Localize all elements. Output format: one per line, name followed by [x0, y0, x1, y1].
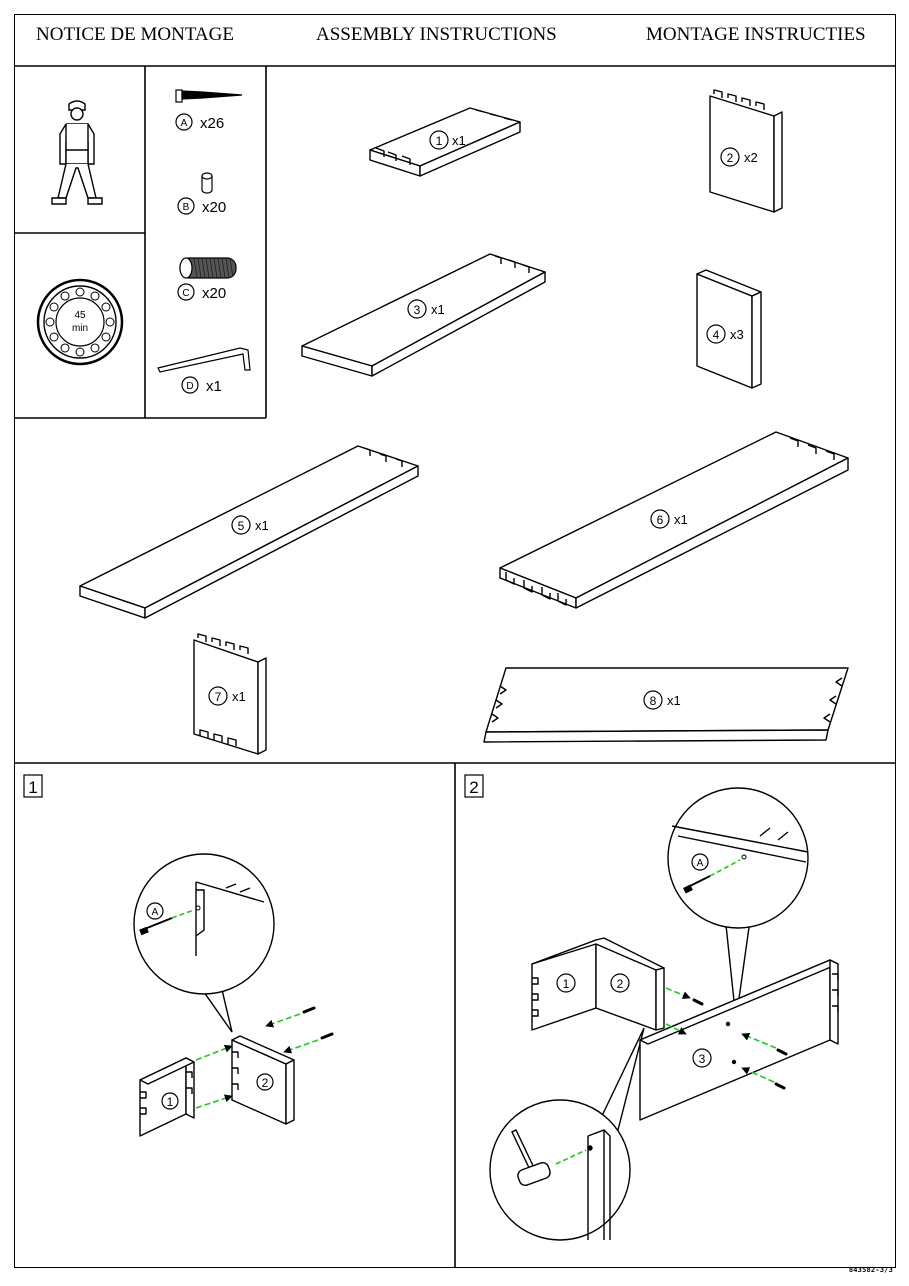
- step-1-nails: [302, 1006, 334, 1040]
- one-person-icon: [51, 100, 103, 205]
- hardware-b-label: B x20: [177, 197, 226, 216]
- svg-text:x20: x20: [202, 285, 226, 302]
- svg-text:x26: x26: [200, 115, 224, 132]
- clock-hour-dot: [60, 291, 70, 301]
- step-2-callout-letter: A: [697, 858, 704, 869]
- step-2-part-3-board: [639, 959, 839, 1121]
- dowel-groove: [201, 258, 206, 278]
- step-2-part-2-number: 2: [617, 977, 624, 991]
- dowel-groove: [225, 258, 230, 278]
- clock-hour-dot: [49, 332, 59, 342]
- step-2-detail-callout-bottom: [489, 1027, 645, 1241]
- dowel-groove: [197, 258, 202, 278]
- header-dutch: MONTAGE INSTRUCTIES: [646, 24, 866, 45]
- svg-text:D: D: [186, 381, 193, 392]
- part-4-qty: x3: [730, 327, 744, 342]
- clock-hour-dot: [75, 347, 85, 357]
- dowel-groove: [221, 258, 226, 278]
- clock-hour-dot: [90, 343, 100, 353]
- step-2-part-1-2-corner: [531, 937, 665, 1031]
- dowel-groove: [217, 258, 222, 278]
- step-1-part-1-number: 1: [167, 1095, 174, 1109]
- svg-text:C: C: [182, 288, 189, 299]
- part-7-number: 7: [215, 690, 222, 704]
- part-1-panel: [369, 107, 521, 177]
- nail-icon: [175, 89, 243, 103]
- clock-hour-dot: [75, 287, 85, 297]
- part-3-qty: x1: [431, 302, 445, 317]
- part-5-qty: x1: [255, 518, 269, 533]
- part-4-block: [696, 269, 762, 389]
- part-5-number: 5: [238, 519, 245, 533]
- part-8-board: [483, 667, 849, 743]
- clock-icon: [36, 278, 124, 366]
- dowel-icon: [179, 257, 237, 279]
- dowel-groove: [229, 258, 234, 278]
- step-2-nails: [692, 998, 788, 1090]
- clock-hour-dot: [60, 343, 70, 353]
- part-5-board: [79, 445, 419, 619]
- time-value: 45: [74, 310, 86, 321]
- step-2-nail-icon: [683, 854, 747, 894]
- step-1-box: [23, 774, 43, 798]
- step-1-callout-letter: A: [152, 907, 159, 918]
- part-7-panel: [193, 633, 267, 755]
- step-2-hammer-icon: [511, 1129, 593, 1186]
- part-4-number: 4: [713, 328, 720, 342]
- part-3-board: [301, 253, 546, 377]
- part-2-panel: [709, 89, 783, 213]
- part-8-number: 8: [650, 694, 657, 708]
- step-2-part-1-number: 1: [563, 977, 570, 991]
- part-6-number: 6: [657, 513, 664, 527]
- step-2-assembly-arrows: [665, 987, 777, 1083]
- step-2-part-3-number: 3: [699, 1052, 706, 1066]
- part-3-number: 3: [414, 303, 421, 317]
- dowel-groove: [193, 258, 198, 278]
- step-2-box: [464, 774, 484, 798]
- clock-hour-dot: [105, 317, 115, 327]
- hardware-a-label: A x26: [175, 113, 224, 132]
- clock-hour-dot: [101, 332, 111, 342]
- dowel-groove: [205, 258, 210, 278]
- step-1-number: 1: [28, 778, 37, 797]
- step-1-part-2: [231, 1035, 295, 1125]
- step-1-part-2-number: 2: [262, 1076, 269, 1090]
- part-1-qty: x1: [452, 133, 466, 148]
- clock-hour-dot: [101, 302, 111, 312]
- svg-text:B: B: [183, 202, 190, 213]
- hardware-d-label: D x1: [181, 376, 222, 395]
- part-6-board: [499, 431, 849, 609]
- part-2-number: 2: [727, 151, 734, 165]
- part-8-qty: x1: [667, 693, 681, 708]
- clock-hour-dot: [45, 317, 55, 327]
- clock-hour-dot: [90, 291, 100, 301]
- step-1-assembly-arrows: [195, 1013, 319, 1109]
- svg-text:x20: x20: [202, 199, 226, 216]
- step-1-nail-icon: [139, 905, 201, 936]
- svg-text:A: A: [181, 118, 188, 129]
- document-code: 843582-3/3: [848, 1266, 893, 1274]
- step-1-detail-callout: [133, 853, 275, 1033]
- part-7-qty: x1: [232, 689, 246, 704]
- cap-icon: [201, 172, 213, 194]
- part-1-number: 1: [436, 134, 443, 148]
- allen-key-icon: [157, 347, 251, 373]
- svg-text:x1: x1: [206, 378, 222, 395]
- part-6-qty: x1: [674, 512, 688, 527]
- time-unit: min: [72, 323, 88, 334]
- hardware-c-label: C x20: [177, 283, 226, 302]
- layout-grid: [14, 65, 896, 1268]
- part-2-qty: x2: [744, 150, 758, 165]
- dowel-groove: [213, 258, 218, 278]
- step-2-number: 2: [469, 778, 478, 797]
- header-french: NOTICE DE MONTAGE: [36, 24, 234, 45]
- header-english: ASSEMBLY INSTRUCTIONS: [316, 24, 557, 45]
- dowel-groove: [209, 258, 214, 278]
- clock-hour-dot: [49, 302, 59, 312]
- step-2-detail-callout-top: [667, 787, 809, 1021]
